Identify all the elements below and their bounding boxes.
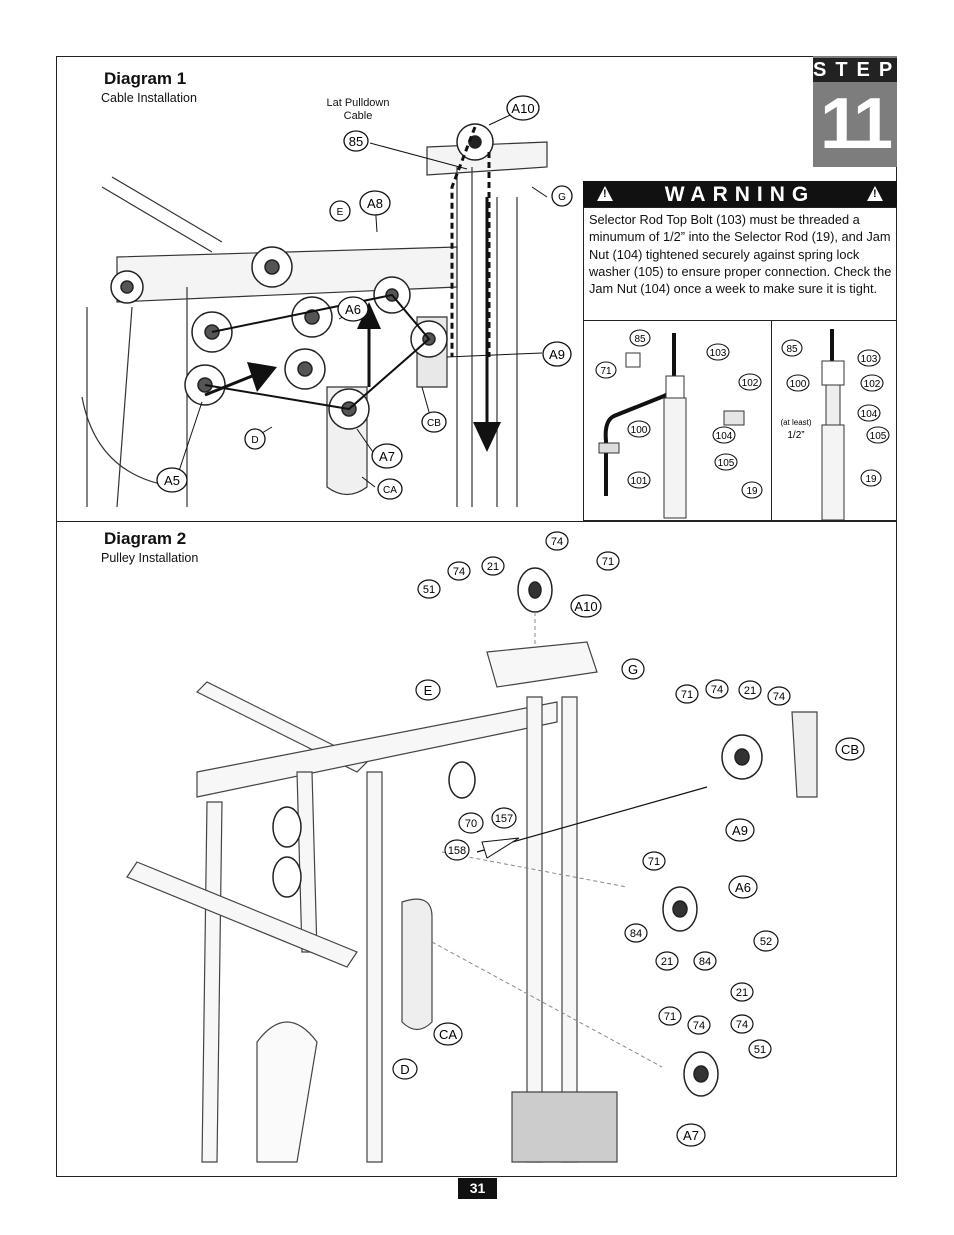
label-85: 85 (349, 134, 363, 149)
inset1-label-19: 19 (746, 486, 758, 497)
warning-body: Selector Rod Top Bolt (103) must be thre… (583, 207, 897, 321)
diagram2-subtitle: Pulley Installation (101, 551, 199, 565)
d2-label-74d: 74 (773, 691, 785, 703)
warning-heading-text: WARNING (664, 183, 816, 206)
d2-label-51: 51 (423, 584, 435, 596)
label-a5: A5 (164, 473, 180, 488)
inset1-label-102: 102 (742, 378, 759, 389)
inset1-label-104: 104 (716, 431, 733, 442)
inset1-label-100: 100 (631, 425, 648, 436)
d2-label-21c: 21 (661, 956, 673, 968)
d2-label-cb: CB (841, 742, 859, 757)
label-g: G (558, 192, 566, 203)
inset2-label-at-least: (at least) (780, 418, 811, 427)
d2-label-74f: 74 (736, 1019, 748, 1031)
label-d: D (251, 435, 258, 446)
d2-label-71d: 71 (664, 1011, 676, 1023)
d2-label-e: E (424, 683, 433, 698)
label-ca: CA (383, 485, 397, 496)
d2-label-21: 21 (487, 561, 499, 573)
d2-label-21b: 21 (744, 685, 756, 697)
page-number: 31 (458, 1178, 497, 1199)
page-frame (56, 56, 897, 1177)
selector-rod-detail-2: 85 103 100 102 104 (at least) 1/2” 105 1… (771, 320, 897, 521)
d2-label-71c: 71 (648, 856, 660, 868)
d2-label-a6: A6 (735, 880, 751, 895)
selector-rod-detail-1: 85 71 103 102 100 104 105 101 19 (583, 320, 772, 521)
warning-triangle-icon: ! (597, 186, 613, 201)
inset1-label-71: 71 (600, 366, 612, 377)
warning-heading: ! WARNING ! (583, 181, 897, 207)
inset1-label-101: 101 (631, 476, 648, 487)
step-word: STEP (813, 58, 902, 82)
inset2-label-19: 19 (865, 474, 877, 485)
label-cb: CB (427, 418, 441, 429)
label-a7: A7 (379, 449, 395, 464)
inset2-label-100: 100 (790, 379, 807, 390)
d2-label-d: D (400, 1062, 409, 1077)
d2-label-70: 70 (465, 818, 477, 830)
d2-label-ca: CA (439, 1027, 457, 1042)
inset1-label-85: 85 (634, 334, 646, 345)
d2-label-157: 157 (495, 813, 513, 825)
inset2-label-half-inch: 1/2” (787, 430, 804, 441)
d2-label-g: G (628, 662, 638, 677)
inset2-label-102: 102 (864, 379, 881, 390)
label-a6: A6 (345, 302, 361, 317)
d2-label-21d: 21 (736, 987, 748, 999)
lat-pulldown-cable-note: Lat Pulldown Cable (326, 97, 390, 122)
d2-label-84b: 84 (699, 956, 711, 968)
warning-triangle-icon: ! (867, 186, 883, 201)
diagram1-title: Diagram 1 (104, 69, 187, 88)
label-a9: A9 (549, 347, 565, 362)
d2-label-52: 52 (760, 936, 772, 948)
inset1-label-103: 103 (710, 348, 727, 359)
d2-label-a10: A10 (574, 599, 597, 614)
d2-label-74: 74 (551, 536, 563, 548)
inset2-label-104: 104 (861, 409, 878, 420)
d2-label-84: 84 (630, 928, 642, 940)
section-divider (56, 521, 897, 522)
d2-label-71: 71 (602, 556, 614, 568)
d2-label-a7: A7 (683, 1128, 699, 1143)
label-a10: A10 (511, 101, 534, 116)
label-a8: A8 (367, 196, 383, 211)
d2-label-74b: 74 (453, 566, 465, 578)
inset2-label-103: 103 (861, 354, 878, 365)
d2-label-158: 158 (448, 845, 466, 857)
diagram2-title: Diagram 2 (104, 529, 187, 548)
diagram1-subtitle: Cable Installation (101, 91, 197, 105)
cable-installation-illustration: 85 A10 E A8 G A6 A9 A5 D CB A7 CA (81, 95, 573, 508)
label-e: E (337, 207, 344, 218)
step-number: 11 (819, 84, 893, 164)
d2-label-51b: 51 (754, 1044, 766, 1056)
d2-label-a9: A9 (732, 823, 748, 838)
inset1-label-105: 105 (718, 458, 735, 469)
inset2-label-105: 105 (870, 431, 887, 442)
d2-label-74c: 74 (711, 684, 723, 696)
inset2-label-85: 85 (786, 344, 798, 355)
d2-label-71b: 71 (681, 689, 693, 701)
d2-label-74e: 74 (693, 1020, 705, 1032)
pulley-installation-illustration: 74 71 74 21 51 A10 G E 71 74 21 74 CB A9… (126, 531, 865, 1163)
